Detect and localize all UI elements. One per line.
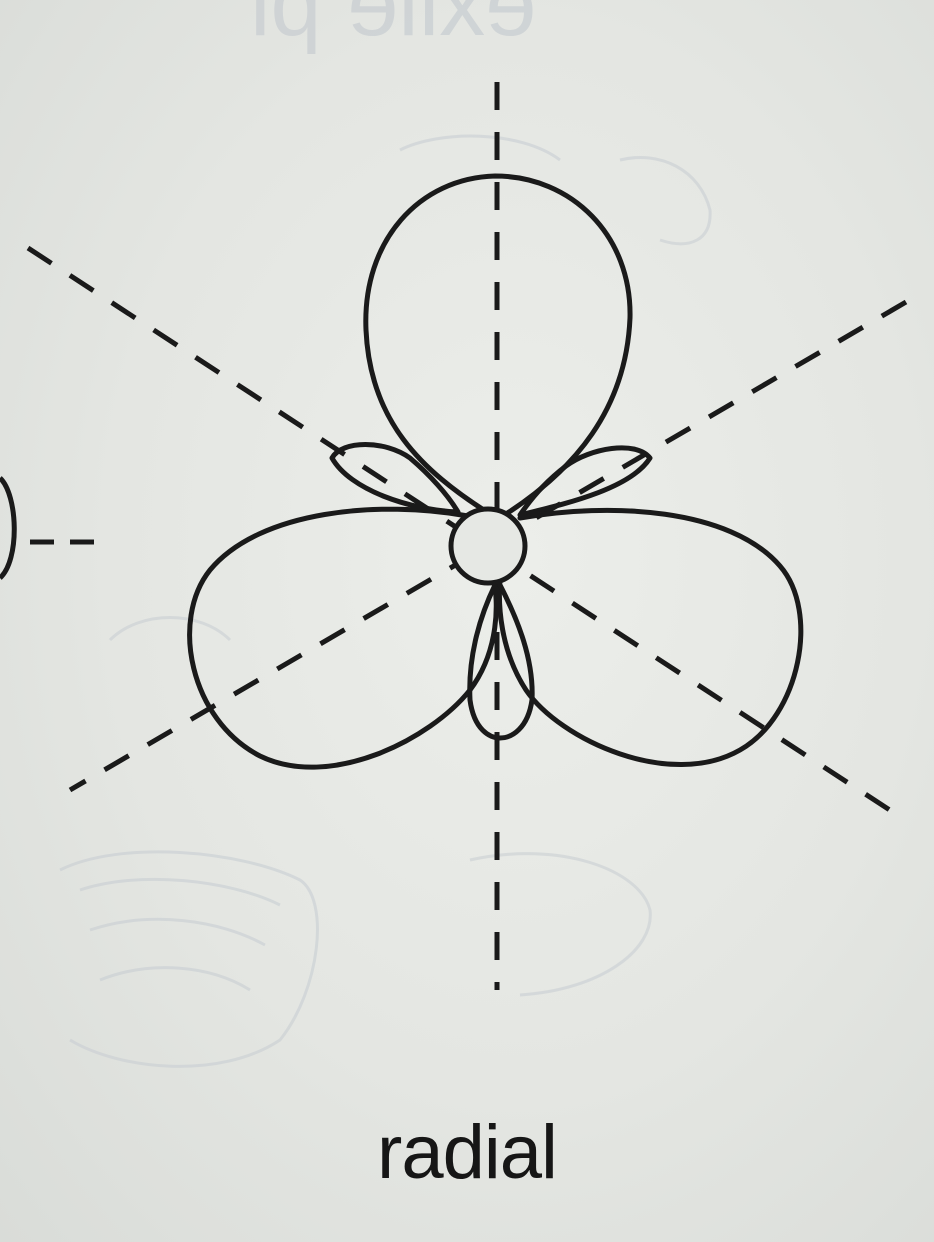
petal-lower-left	[187, 506, 499, 770]
petal-small-bottom	[467, 582, 535, 741]
flower	[187, 173, 804, 770]
neighbor-figure-fragment	[0, 476, 110, 580]
petal-lower-right	[496, 507, 804, 767]
diagram-caption: radial	[377, 1110, 558, 1195]
petal-small-upper-left	[329, 442, 461, 515]
petal-small-upper-right	[517, 445, 653, 518]
show-through-marks	[59, 134, 712, 1068]
petal-top	[363, 173, 633, 517]
flower-center	[448, 506, 528, 586]
